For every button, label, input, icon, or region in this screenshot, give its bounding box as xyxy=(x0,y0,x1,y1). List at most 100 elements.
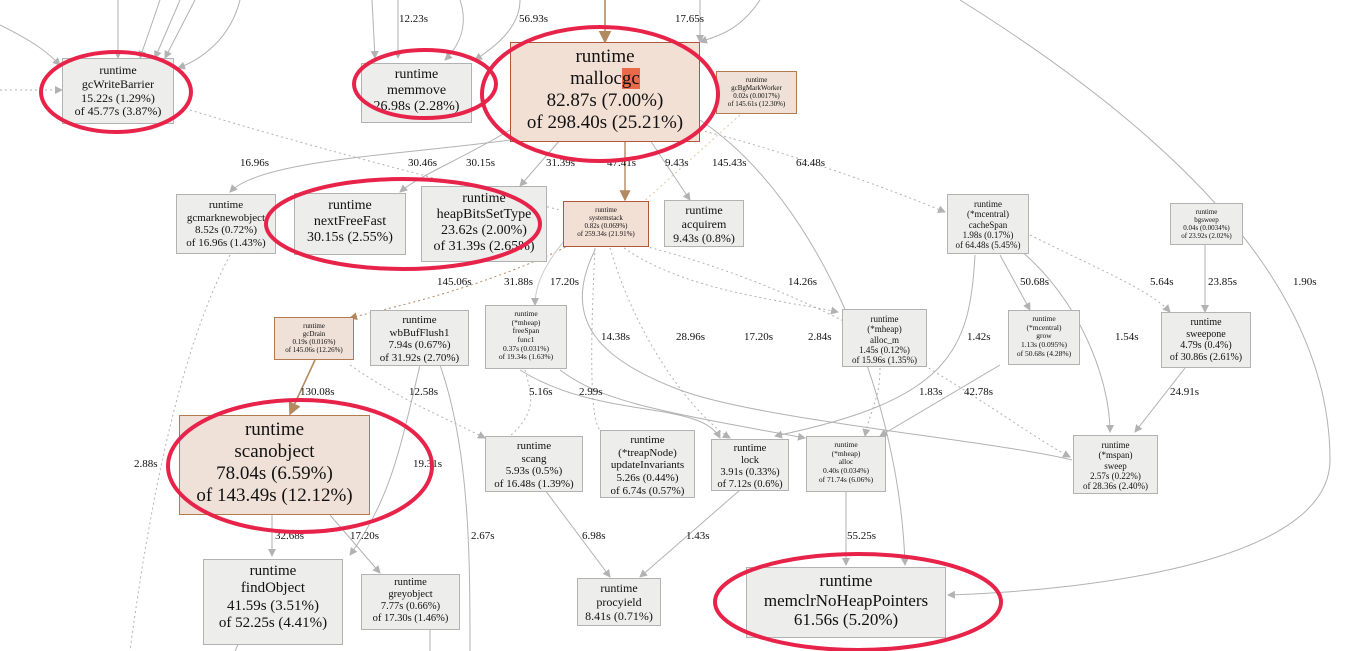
edge-label: 1.42s xyxy=(967,331,991,343)
node-flat: 0.19s (0.016%) xyxy=(292,338,336,347)
node-package: runtime xyxy=(630,434,665,446)
node-cum: of 16.96s (1.43%) xyxy=(186,236,266,249)
edge xyxy=(509,369,532,437)
node-cum: of 23.92s (2.02%) xyxy=(1181,232,1232,241)
node-memmove[interactable]: runtime memmove 26.98s (2.28%) xyxy=(361,63,472,123)
node-cum: of 71.74s (6.06%) xyxy=(818,474,874,484)
node-function: gcmarknewobject xyxy=(186,211,266,224)
node-function: nextFreeFast xyxy=(313,214,387,230)
node-acquirem[interactable]: runtime acquirem 9.43s (0.8%) xyxy=(664,200,744,247)
node-function: gcBgMarkWorker xyxy=(731,84,782,93)
edge xyxy=(129,254,231,651)
node-package: runtime xyxy=(745,76,768,84)
node-package: runtime xyxy=(575,46,635,67)
node-function: heapBitsSetType xyxy=(436,207,532,223)
node-mspan-sweep[interactable]: runtime (*mspan) sweep 2.57s (0.22%) of … xyxy=(1073,435,1158,494)
node-function: mallocgc xyxy=(570,67,640,89)
node-package: runtime xyxy=(303,322,325,330)
node-function: systemstack xyxy=(589,214,623,223)
edge-label: 30.15s xyxy=(466,157,496,169)
edge-label: 6.98s xyxy=(582,530,606,542)
edge-label: 56.93s xyxy=(519,13,549,25)
node-package: runtime xyxy=(733,443,767,454)
edge xyxy=(349,364,486,439)
node-lock[interactable]: runtime lock 3.91s (0.33%) of 7.12s (0.6… xyxy=(711,439,789,491)
node-function: gcWriteBarrier xyxy=(81,76,155,91)
edge-label: 17.20s xyxy=(350,530,380,542)
node-function: freeSpan xyxy=(512,326,540,336)
edge xyxy=(639,244,1071,458)
node-freespan[interactable]: runtime (*mheap) freeSpan func1 0.37s (0… xyxy=(485,305,567,369)
node-function: (*mspan) xyxy=(1098,450,1133,461)
node-flat: 7.94s (0.67%) xyxy=(388,339,451,352)
node-systemstack[interactable]: runtime systemstack 0.82s (0.069%) of 25… xyxy=(563,201,649,247)
node-flat: 78.04s (6.59%) xyxy=(216,462,333,484)
node-package: runtime xyxy=(514,309,538,318)
edge-label: 30.46s xyxy=(408,157,438,169)
node-function: memmove xyxy=(386,83,447,99)
node-grow[interactable]: runtime (*mcentral) grow 1.13s (0.095%) … xyxy=(1008,310,1080,365)
edge-label: 1.90s xyxy=(1293,276,1317,288)
node-function: func1 xyxy=(517,334,535,344)
node-nextfreefast[interactable]: runtime nextFreeFast 30.15s (2.55%) xyxy=(294,193,406,255)
node-updateinvariants[interactable]: runtime (*treapNode) updateInvariants 5.… xyxy=(600,430,695,498)
edge-label: 64.48s xyxy=(796,157,826,169)
node-bgsweep[interactable]: runtime bgsweep 0.04s (0.0034%) of 23.92… xyxy=(1170,203,1243,245)
edge-label: 31.88s xyxy=(504,276,534,288)
node-flat: 1.45s (0.12%) xyxy=(859,345,910,356)
edge xyxy=(649,139,691,201)
node-wbbufflush1[interactable]: runtime wbBufFlush1 7.94s (0.67%) of 31.… xyxy=(370,310,469,366)
node-gcdrain[interactable]: runtime gcDrain 0.19s (0.016%) of 145.06… xyxy=(274,317,354,360)
node-procyield[interactable]: runtime procyield 8.41s (0.71%) xyxy=(577,578,661,626)
node-flat: 82.87s (7.00%) xyxy=(546,89,664,111)
edge-label: 2.99s xyxy=(579,386,603,398)
node-package: runtime xyxy=(600,581,638,595)
node-mheap-alloc[interactable]: runtime (*mheap) alloc 0.40s (0.034%) of… xyxy=(806,436,886,492)
edge-label: 17.65s xyxy=(675,13,705,25)
node-package: runtime xyxy=(1101,440,1130,450)
edge-label: 130.08s xyxy=(300,386,335,398)
node-function: wbBufFlush1 xyxy=(389,326,450,339)
edge xyxy=(879,364,1001,437)
node-sweepone[interactable]: runtime sweepone 4.79s (0.4%) of 30.86s … xyxy=(1161,312,1251,368)
node-flat: 8.52s (0.72%) xyxy=(194,224,258,237)
edge-label: 5.16s xyxy=(529,386,553,398)
node-flat: 0.40s (0.034%) xyxy=(822,465,870,475)
edge xyxy=(862,367,881,437)
node-gcwritebarrier[interactable]: runtime gcWriteBarrier 15.22s (1.29%) of… xyxy=(62,58,174,124)
node-function: (*mheap) xyxy=(831,448,861,458)
edge-label: 2.67s xyxy=(471,530,495,542)
node-function: (*mcentral) xyxy=(967,209,1009,220)
node-cum: of 19.34s (1.63%) xyxy=(498,352,554,362)
node-memclrnoheappointers[interactable]: runtime memclrNoHeapPointers 61.56s (5.2… xyxy=(746,567,946,638)
node-mallocgc[interactable]: runtime mallocgc 82.87s (7.00%) of 298.4… xyxy=(510,42,700,142)
edge xyxy=(999,254,1031,311)
node-heapbitssettype[interactable]: runtime heapBitsSetType 23.62s (2.00%) o… xyxy=(421,186,547,262)
node-scanobject[interactable]: runtime scanobject 78.04s (6.59%) of 143… xyxy=(179,415,370,515)
node-function: updateInvariants xyxy=(610,459,685,472)
edge-label: 17.20s xyxy=(744,331,774,343)
node-flat: 0.37s (0.031%) xyxy=(502,343,550,353)
node-function: (*mcentral) xyxy=(1026,322,1062,332)
node-function: findObject xyxy=(240,580,306,597)
node-flat: 26.98s (2.28%) xyxy=(373,99,460,115)
edge xyxy=(444,0,464,61)
edge xyxy=(947,0,1331,599)
node-package: runtime xyxy=(1195,208,1218,216)
node-cachespan[interactable]: runtime (*mcentral) cacheSpan 1.98s (0.1… xyxy=(947,194,1029,254)
node-alloc-m[interactable]: runtime (*mheap) alloc_m 1.45s (0.12%) o… xyxy=(842,309,927,367)
node-package: runtime xyxy=(462,191,506,206)
node-findobject[interactable]: runtime findObject 41.59s (3.51%) of 52.… xyxy=(203,559,343,645)
node-flat: 23.62s (2.00%) xyxy=(441,223,527,239)
node-gcbgmarkworker[interactable]: runtime gcBgMarkWorker 0.02s (0.0017%) o… xyxy=(716,71,797,114)
node-greyobject[interactable]: runtime greyobject 7.77s (0.66%) of 17.3… xyxy=(361,574,460,630)
edge xyxy=(544,489,611,578)
edge-label: 2.88s xyxy=(134,458,158,470)
edge xyxy=(519,369,721,439)
node-cum: of 6.74s (0.57%) xyxy=(610,484,685,497)
node-cum: of 45.77s (3.87%) xyxy=(74,104,162,119)
node-cum: of 28.36s (2.40%) xyxy=(1083,481,1148,492)
node-scang[interactable]: runtime scang 5.93s (0.5%) of 16.48s (1.… xyxy=(485,436,583,492)
edge xyxy=(1134,367,1186,433)
node-gcmarknewobject[interactable]: runtime gcmarknewobject 8.52s (0.72%) of… xyxy=(176,194,276,254)
